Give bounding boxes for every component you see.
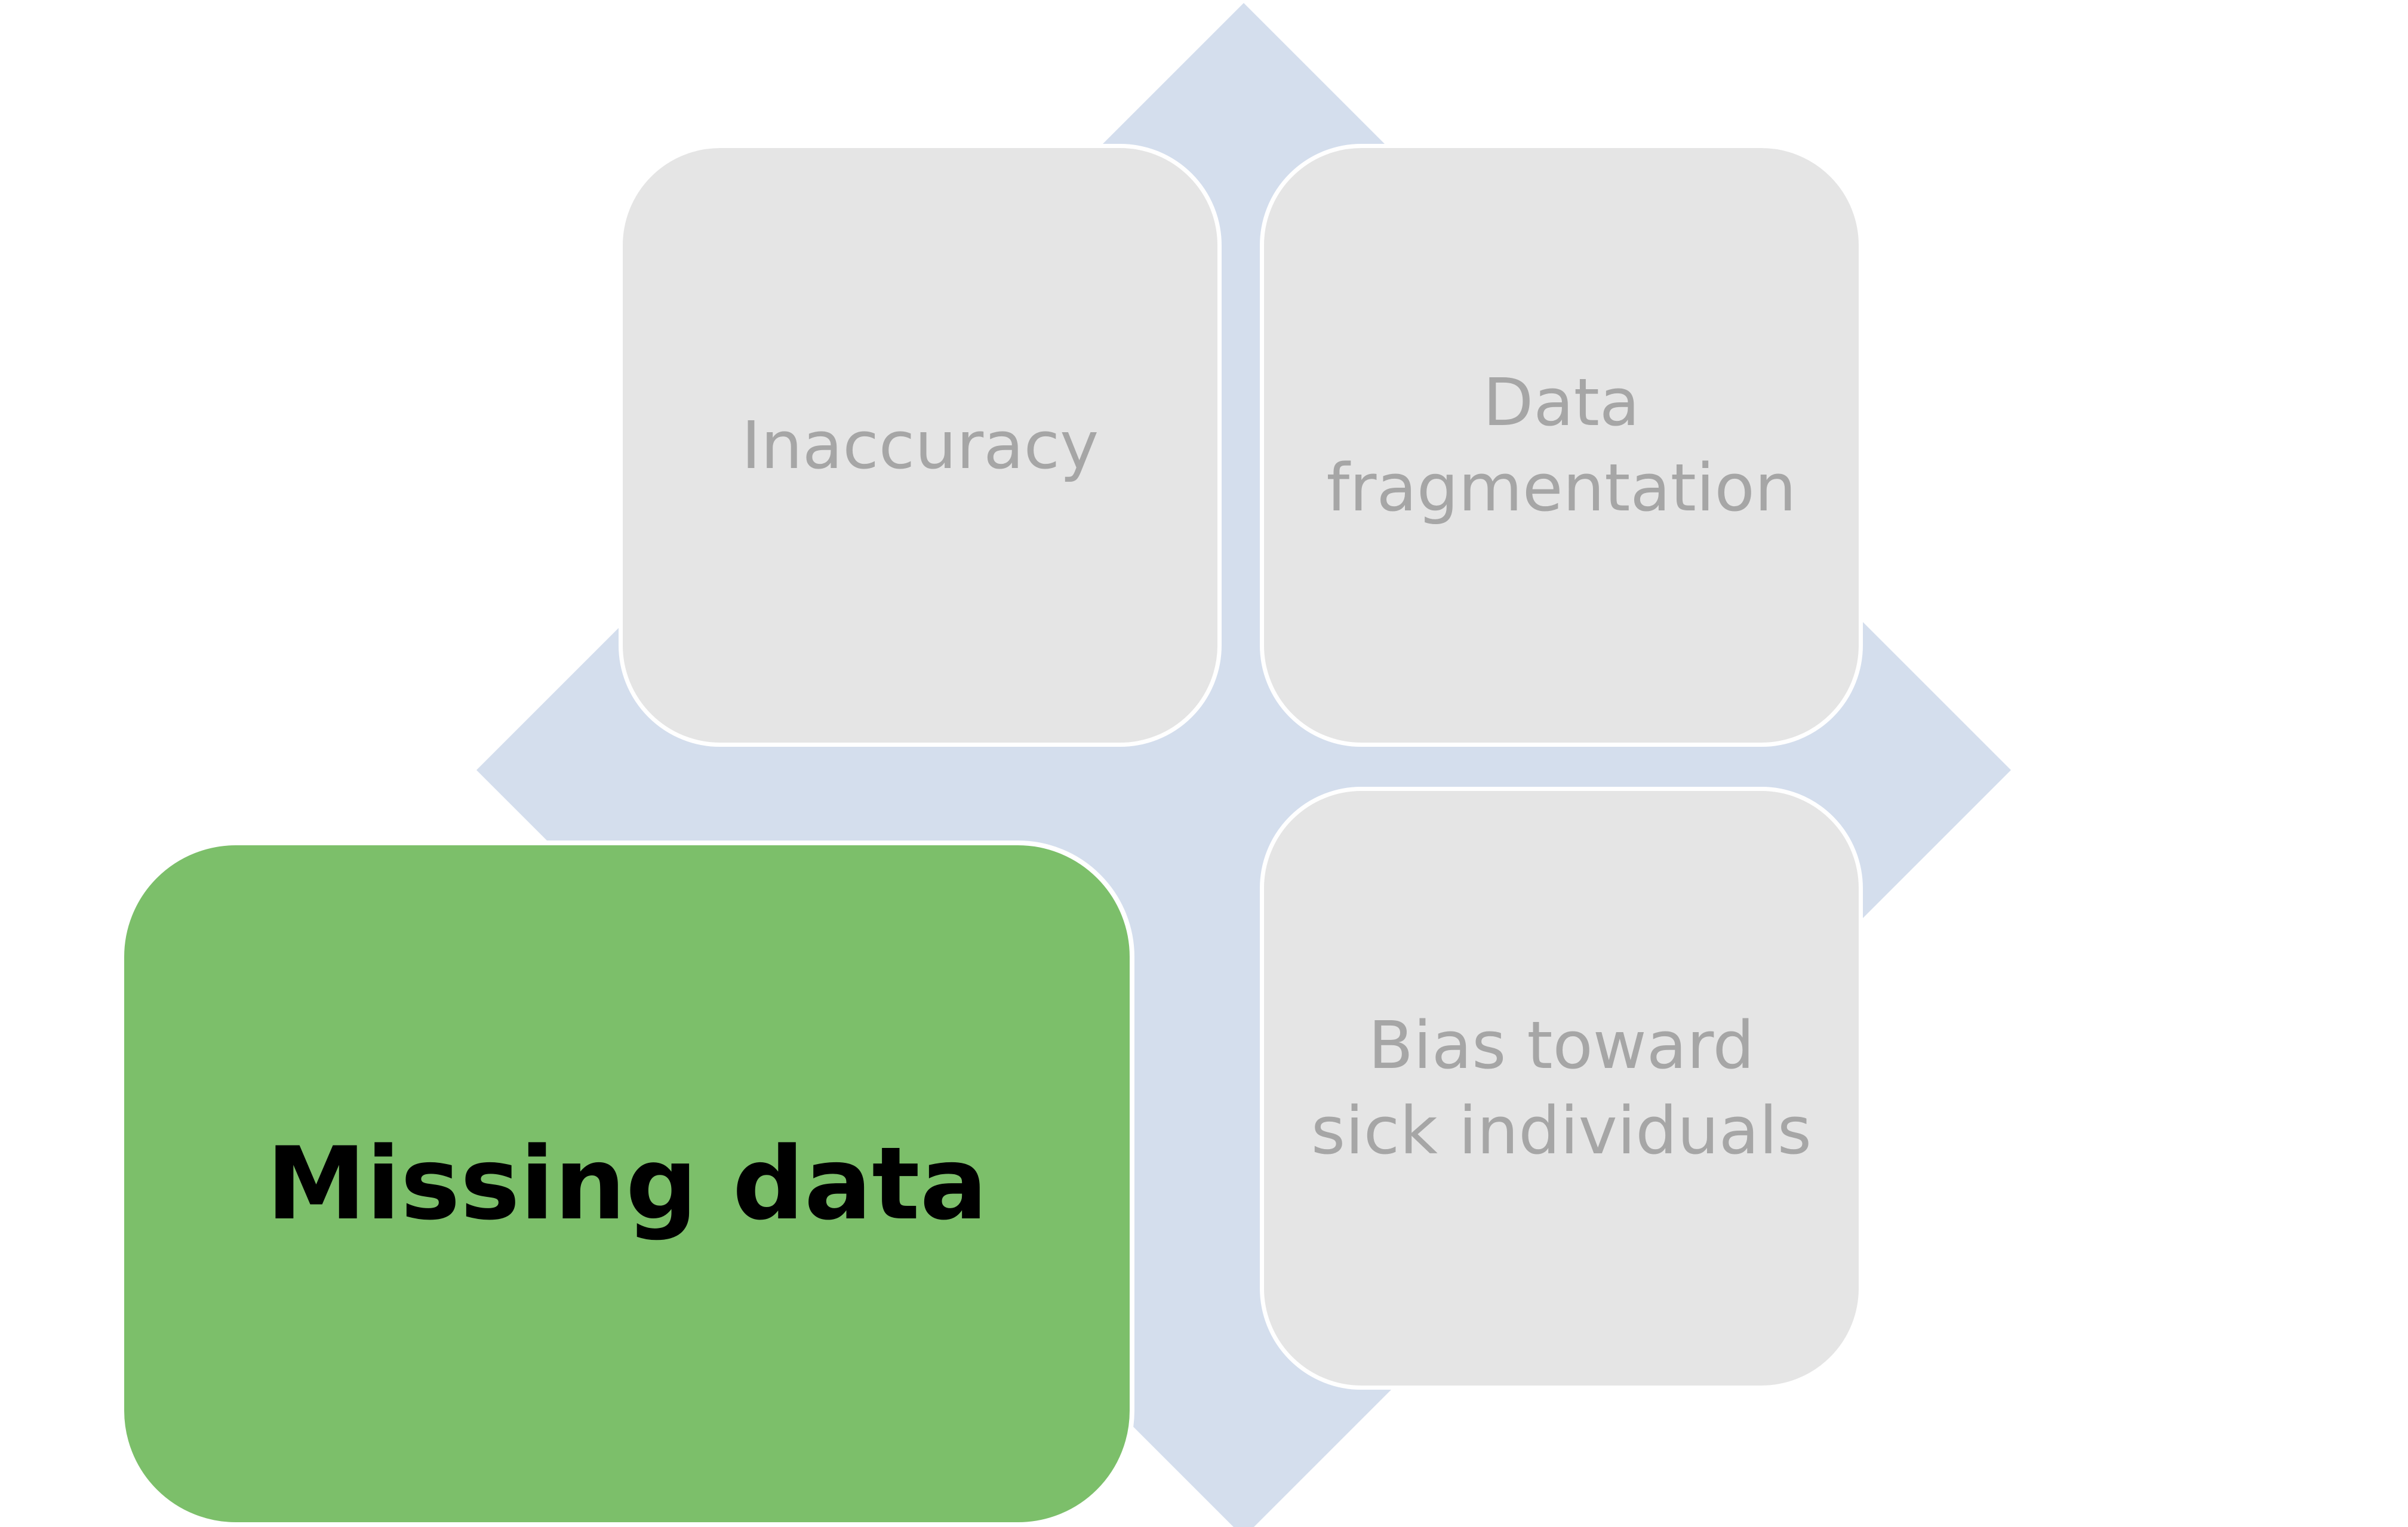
box-missing-data-label: Missing data bbox=[266, 1125, 988, 1242]
box-bias-label: Bias toward sick individuals bbox=[1311, 1007, 1812, 1169]
box-bias-toward-sick-individuals: Bias toward sick individuals bbox=[1260, 787, 1863, 1390]
box-missing-data: Missing data bbox=[119, 841, 1134, 1527]
box-data-fragmentation: Data fragmentation bbox=[1260, 144, 1863, 747]
box-data-fragmentation-label: Data fragmentation bbox=[1326, 364, 1797, 526]
box-inaccuracy: Inaccuracy bbox=[619, 144, 1222, 747]
box-inaccuracy-label: Inaccuracy bbox=[741, 407, 1099, 484]
